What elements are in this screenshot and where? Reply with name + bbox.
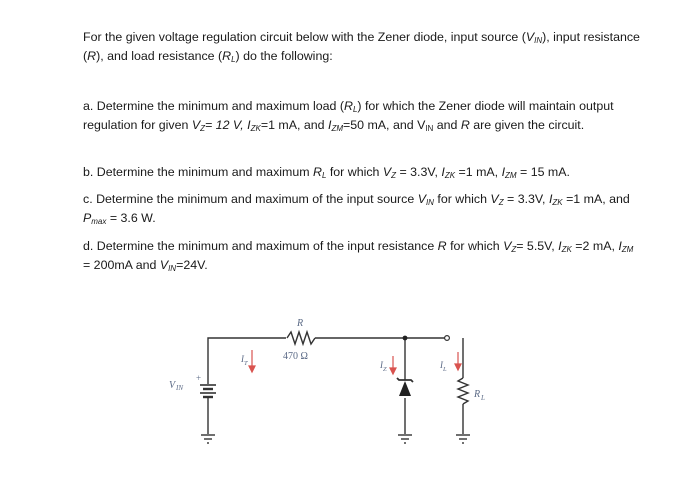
zener-diode [399, 381, 411, 396]
resistor-rl [456, 377, 470, 405]
vin-subscript: IN [168, 264, 177, 273]
part-d-text: d. Determine the minimum and maximum of … [83, 239, 438, 253]
part-a-paragraph: a. Determine the minimum and maximum loa… [83, 97, 643, 135]
vz-symbol: V [490, 192, 499, 206]
intro-text: For the given voltage regulation circuit… [83, 30, 526, 44]
resistor-r [286, 329, 316, 347]
izk-symbol: I [548, 192, 553, 206]
current-it-label: I [240, 354, 245, 364]
izm-symbol: I [328, 118, 332, 132]
vz-value: = 3.3V, [503, 192, 549, 206]
output-terminal [444, 335, 451, 342]
intro-text: ) do the following: [235, 49, 333, 63]
part-a-text: are given the circuit. [469, 118, 585, 132]
vin-subscript: IN [425, 124, 434, 133]
r-symbol: R [460, 118, 470, 132]
izk-symbol: I [558, 239, 562, 253]
vz-symbol: V [382, 165, 392, 179]
intro-text: ), and load resistance ( [96, 49, 223, 63]
junction-dot [402, 335, 408, 341]
izm-subscript: ZM [505, 171, 517, 180]
vz-subscript: Z [498, 198, 504, 207]
current-il-subscript: L [442, 366, 447, 373]
izk-subscript: ZK [444, 171, 456, 180]
vz-symbol: V [503, 239, 512, 253]
vz-symbol: V [191, 118, 201, 132]
izk-subscript: ZK [250, 124, 261, 133]
r-symbol: R [87, 49, 97, 63]
rl-symbol: R [343, 99, 353, 113]
part-d-paragraph: d. Determine the minimum and maximum of … [83, 237, 643, 275]
rl-subscript: L [231, 55, 236, 64]
vz-value: = 3.3V, [396, 165, 442, 179]
vin-symbol: V [525, 30, 535, 44]
rl-symbol: R [222, 49, 232, 63]
rl-subscript: L [352, 105, 358, 114]
vin-subscript: IN [534, 36, 543, 45]
current-il-label: I [439, 360, 444, 370]
part-a-text: and [433, 118, 461, 132]
zener-cathode [396, 377, 414, 383]
izm-symbol: I [618, 239, 622, 253]
vz-value: = 12 V, [205, 118, 248, 132]
izk-subscript: ZK [552, 198, 563, 207]
part-c-paragraph: c. Determine the minimum and maximum of … [83, 190, 643, 228]
wire-top-left [207, 337, 286, 376]
plus-sign: + [196, 373, 201, 383]
izm-value: = 200mA and [83, 258, 160, 272]
izk-symbol: I [247, 118, 251, 132]
vz-value: = 5.5V, [516, 239, 559, 253]
part-d-text: for which [446, 239, 504, 253]
part-b-paragraph: b. Determine the minimum and maximum RL … [83, 163, 643, 182]
vz-subscript: Z [391, 171, 397, 180]
intro-text: ), input resistance ( [83, 30, 640, 63]
intro-paragraph: For the given voltage regulation circuit… [83, 28, 643, 66]
current-il-arrow-head [454, 363, 462, 372]
load-subscript: L [480, 394, 485, 402]
izk-value: =2 mA, [571, 239, 619, 253]
part-c-text: for which [433, 192, 491, 206]
r-symbol: R [437, 239, 447, 253]
vin-symbol: V [159, 258, 169, 272]
izm-subscript: ZM [621, 245, 634, 254]
izm-value: = 15 mA. [516, 165, 570, 179]
izk-symbol: I [441, 165, 445, 179]
current-iz-label: I [379, 360, 384, 370]
part-a-text: a. Determine the minimum and maximum loa… [83, 99, 344, 113]
current-it-subscript: T [244, 360, 248, 367]
rl-symbol: R [313, 165, 322, 179]
part-c-text: c. Determine the minimum and maximum of … [83, 192, 418, 206]
vz-subscript: Z [511, 245, 517, 254]
current-iz-arrow-head [389, 367, 397, 376]
current-it-arrow-head [248, 365, 256, 374]
source-label: V [169, 380, 177, 391]
pmax-subscript: max [91, 217, 107, 226]
vin-value: =24V. [176, 258, 208, 272]
part-a-text: ) for which the Zener diode will maintai… [83, 99, 614, 132]
vin-subscript: IN [425, 198, 434, 207]
vz-subscript: Z [200, 124, 205, 133]
izk-value: =1 mA, [455, 165, 502, 179]
load-label: R [473, 389, 480, 400]
izk-subscript: ZK [561, 245, 572, 254]
izk-value: =1 mA, and [260, 118, 328, 132]
izm-symbol: I [501, 165, 506, 179]
source-subscript: IN [175, 384, 183, 392]
part-b-text: b. Determine the minimum and maximum [83, 165, 313, 179]
pmax-symbol: P [83, 211, 92, 225]
izm-subscript: ZM [331, 124, 344, 133]
resistor-label: R [296, 318, 303, 329]
rl-subscript: L [321, 171, 327, 180]
izm-value: =50 mA, and V [343, 118, 426, 132]
resistor-value: 470 Ω [283, 351, 308, 362]
izk-value: =1 mA, and [562, 192, 630, 206]
vin-symbol: V [417, 192, 426, 206]
part-b-text: for which [326, 165, 383, 179]
pmax-value: = 3.6 W. [106, 211, 156, 225]
current-iz-subscript: Z [383, 366, 387, 373]
